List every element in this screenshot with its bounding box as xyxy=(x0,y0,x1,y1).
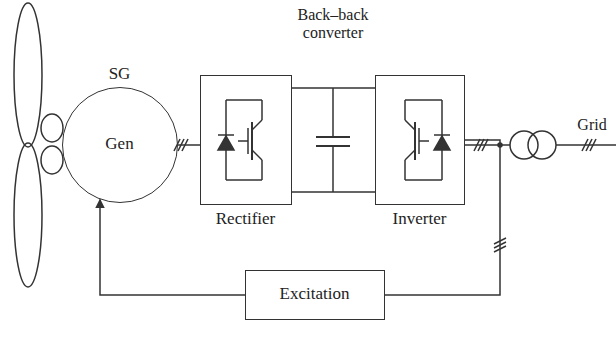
connector xyxy=(385,140,500,295)
connector xyxy=(178,144,200,146)
igbt-symbol xyxy=(218,100,262,180)
converter-box: Rectifier xyxy=(200,75,292,205)
converter-box: Excitation xyxy=(245,270,385,320)
node-label: Excitation xyxy=(280,285,350,304)
grid-line xyxy=(556,144,616,146)
igbt-symbol xyxy=(405,100,450,180)
turbine-blade xyxy=(14,3,42,147)
turbine-hub-blade xyxy=(41,146,63,174)
grid-label: Grid xyxy=(572,116,612,134)
node-label: Rectifier xyxy=(216,210,275,229)
converter-title: Back–back converter xyxy=(277,6,389,41)
ac-line xyxy=(465,144,510,146)
turbine-blade xyxy=(14,143,42,287)
node-label: Inverter xyxy=(393,210,447,229)
connector xyxy=(292,88,375,192)
converter-box: Inverter xyxy=(375,75,465,205)
generator-circle: SGGen xyxy=(62,87,178,203)
transformer-winding xyxy=(510,131,538,159)
node-label: SG xyxy=(109,65,131,84)
turbine-hub-blade xyxy=(41,114,63,142)
transformer-winding xyxy=(528,131,556,159)
capacitor-symbol xyxy=(316,88,350,192)
node-label: Gen xyxy=(105,135,133,154)
